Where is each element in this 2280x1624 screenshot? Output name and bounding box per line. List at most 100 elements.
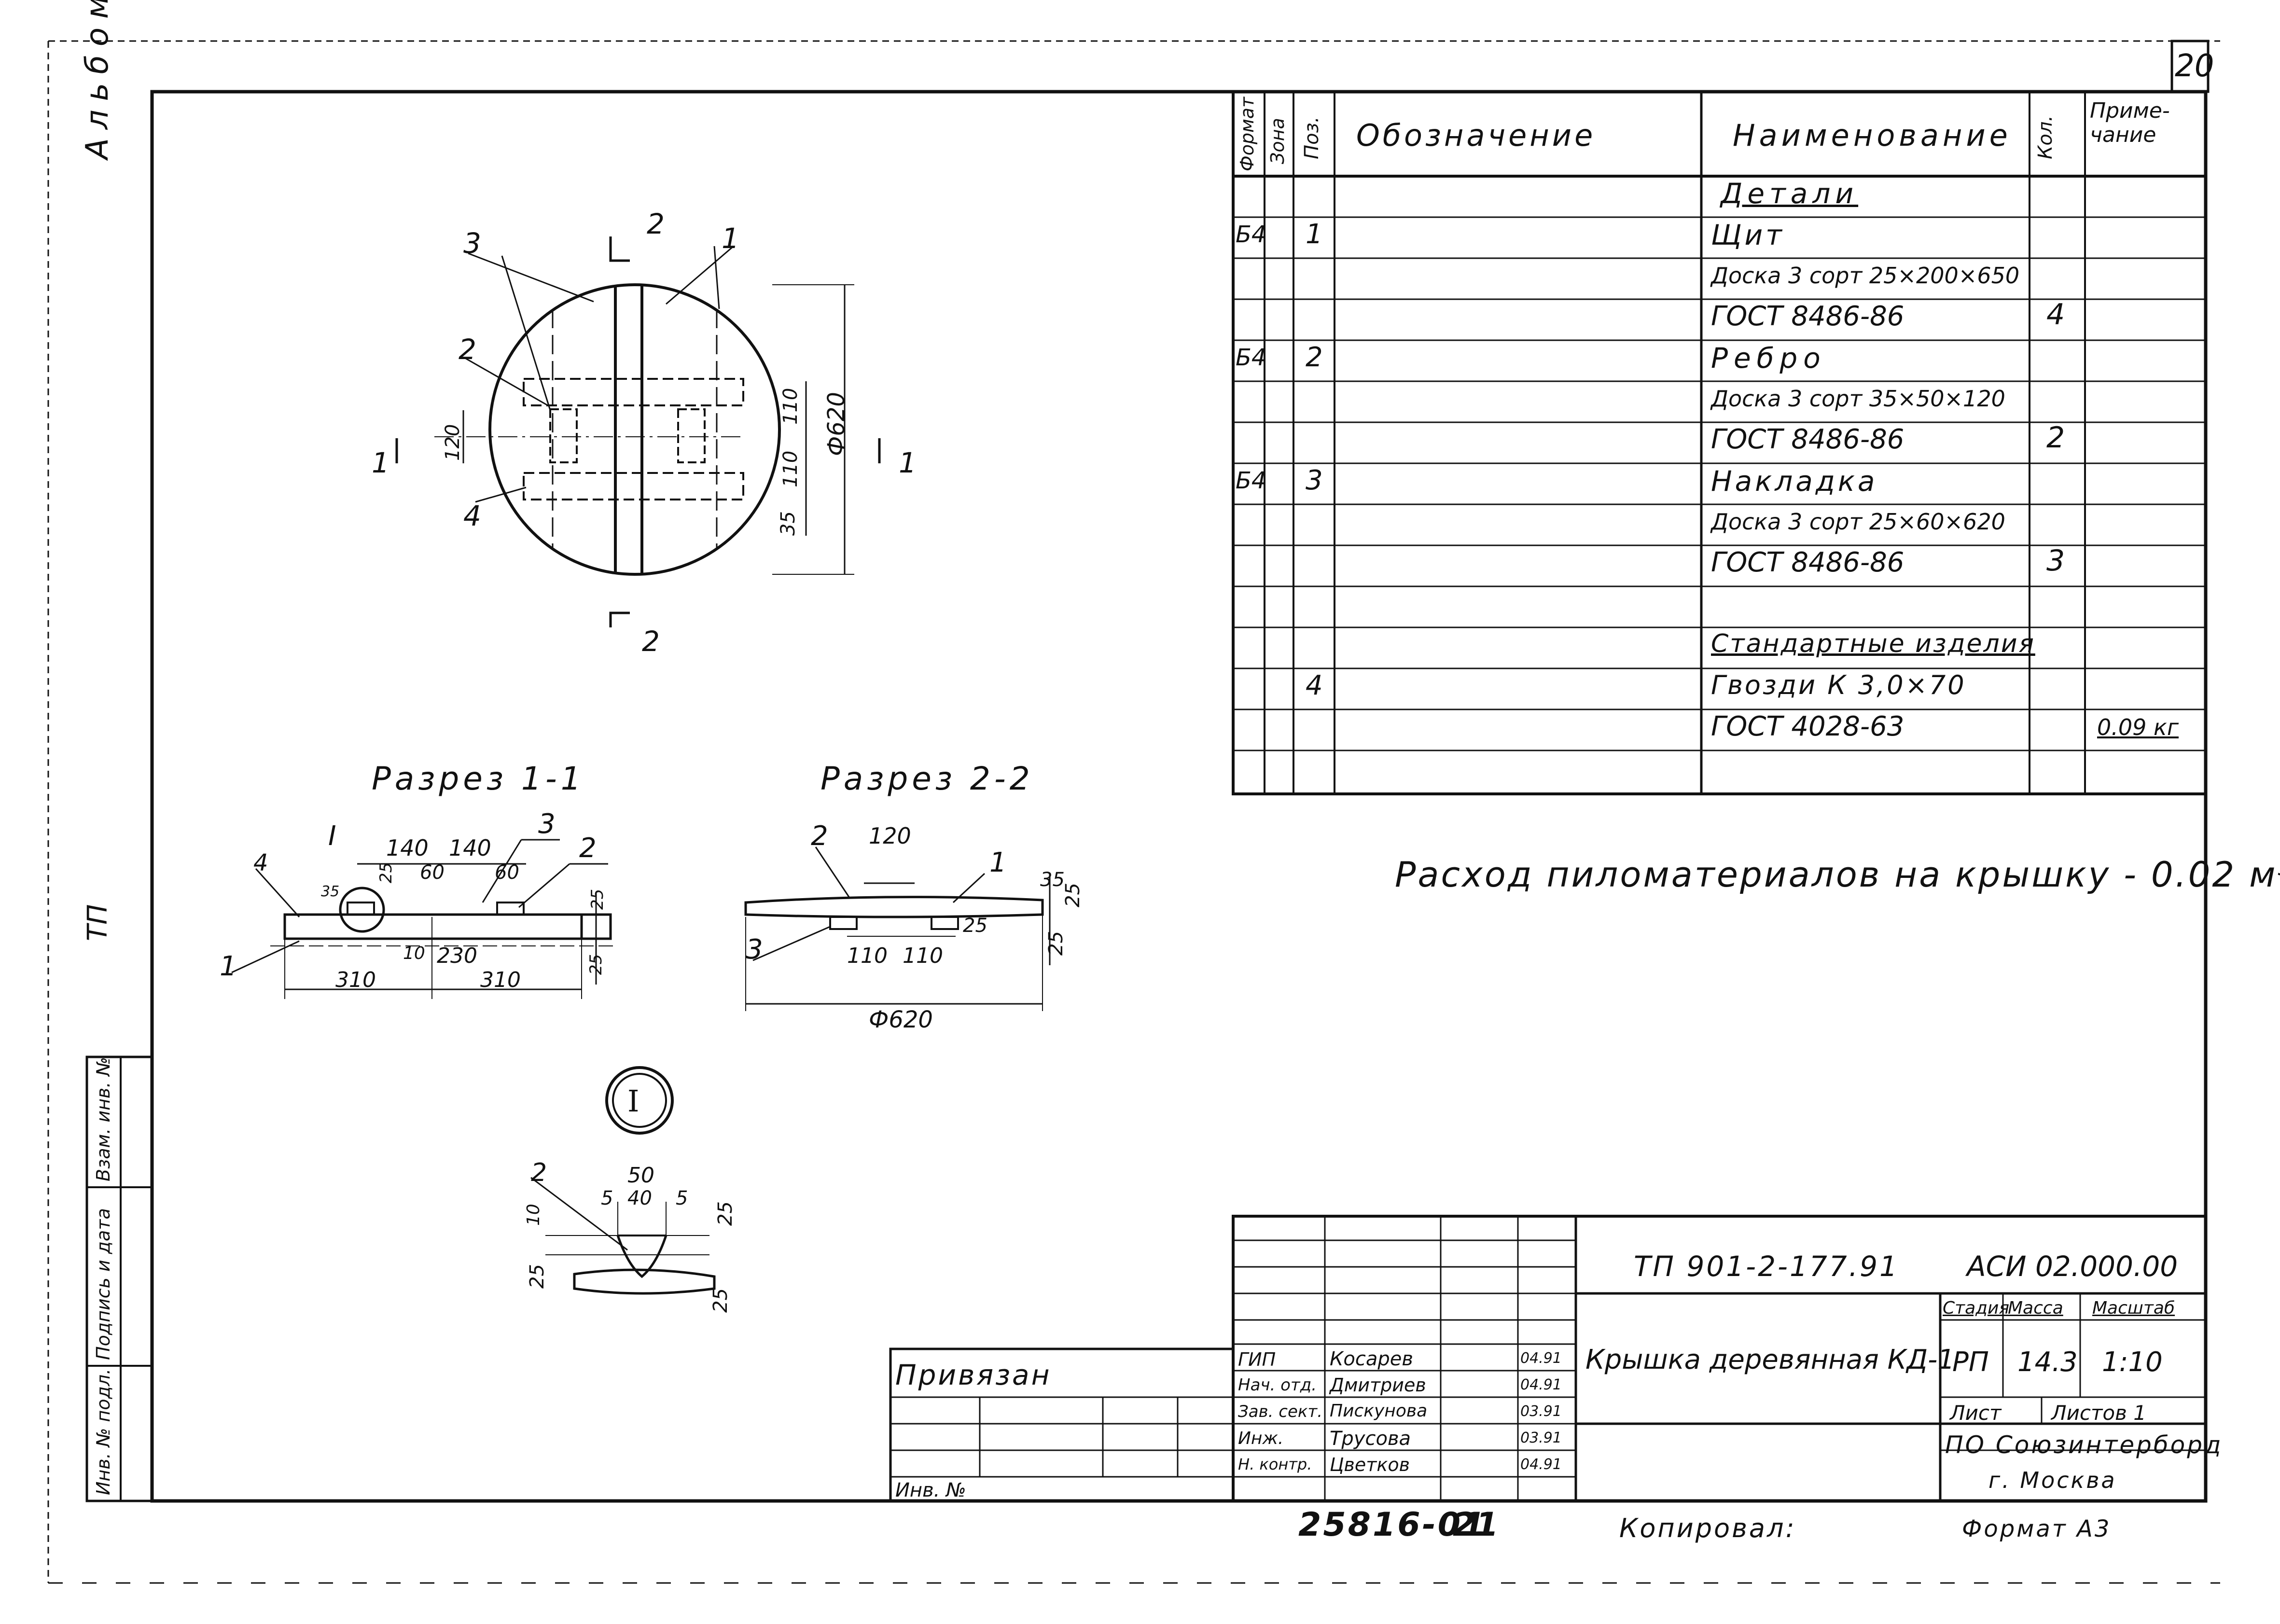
row-1-name: Щит (1711, 219, 1785, 251)
mass-header: Масса (2008, 1298, 2063, 1318)
row-4-pos: 2 (1306, 342, 1323, 373)
sheet-label: Лист (1950, 1401, 2002, 1425)
row-6-name: ГОСТ 8486-86 (1711, 424, 1905, 455)
plan-section-mark-1-left: 1 (372, 446, 389, 479)
name-2: Пискунова (1330, 1401, 1428, 1421)
doc-code: ТП 901-2-177.91 (1634, 1250, 1899, 1283)
section-2-dim-diameter: Ф620 (869, 1006, 933, 1033)
detail-dim-50: 50 (627, 1163, 654, 1188)
name-3: Трусова (1330, 1428, 1411, 1450)
stage-header: Стадия (1943, 1298, 2010, 1318)
plan-section-mark-2-top: 2 (647, 208, 665, 240)
plan-label-3: 3 (463, 227, 481, 260)
name-4: Цветков (1330, 1454, 1410, 1475)
privazan-inv-label: Инв. № (895, 1479, 966, 1501)
consumption-note: Расход пиломатериалов на крышку - 0.02 м… (1395, 854, 2280, 895)
row-1-format: Б4 (1236, 221, 1266, 248)
detail-dim-40: 40 (627, 1187, 652, 1209)
role-0: ГИП (1238, 1349, 1276, 1370)
role-1: Нач. отд. (1238, 1375, 1317, 1395)
section-2-title: Разрез 2-2 (820, 760, 1034, 797)
copied-by: Копировал: (1619, 1513, 1796, 1543)
scale-header: Масштаб (2092, 1298, 2175, 1318)
section-1-dim-60-b: 60 (495, 861, 519, 884)
stage-value: РП (1952, 1346, 1989, 1378)
section-1-callout-I: I (328, 820, 336, 852)
doc-title: Крышка деревянная КД-1 (1585, 1344, 1955, 1375)
section-2-dim-110-b: 110 (903, 944, 943, 968)
section-1-dim-310-b: 310 (480, 968, 521, 992)
row-7-format: Б4 (1236, 467, 1266, 494)
row-9-name: ГОСТ 8486-86 (1711, 547, 1905, 578)
section-2-label-3: 3 (746, 934, 763, 965)
row-4-name: Ребро (1711, 342, 1826, 375)
plan-label-2: 2 (459, 333, 476, 366)
date-1: 04.91 (1520, 1376, 1562, 1393)
section-1-dim-140-a: 140 (386, 835, 429, 861)
row-12-name: Гвозди К 3,0×70 (1711, 670, 1966, 700)
row-2-name: Доска 3 сорт 25×200×650 (1711, 263, 2020, 289)
name-0: Косарев (1330, 1348, 1413, 1370)
org-line-2: г. Москва (1988, 1467, 2117, 1493)
row-12-pos: 4 (1306, 670, 1323, 701)
date-3: 03.91 (1520, 1430, 1562, 1446)
role-3: Инж. (1238, 1429, 1284, 1448)
name-1: Дмитриев (1330, 1374, 1426, 1396)
row-13-name: ГОСТ 4028-63 (1711, 711, 1905, 742)
doc-designation: АСИ 02.000.00 (1967, 1250, 2178, 1283)
detail-dim-5-b: 5 (676, 1187, 688, 1209)
row-7-pos: 3 (1306, 465, 1323, 496)
mass-value: 14.3 (2017, 1346, 2078, 1378)
plan-section-mark-2-bottom: 2 (642, 625, 660, 658)
section-1-label-2: 2 (579, 833, 597, 864)
row-13-note: 0.09 кг (2097, 714, 2179, 740)
section-1-label-1: 1 (220, 951, 237, 982)
row-0-name: Детали (1721, 177, 1859, 210)
section-1-title: Разрез 1-1 (372, 760, 585, 797)
section-1-dim-60-a: 60 (420, 861, 445, 884)
header-name: Наименование (1733, 118, 2012, 153)
plan-section-mark-1-right: 1 (899, 446, 917, 479)
row-3-qty: 4 (2046, 298, 2065, 332)
date-2: 03.91 (1520, 1403, 1562, 1420)
detail-callout-I: I (627, 1083, 640, 1119)
detail-label-2: 2 (531, 1158, 547, 1187)
section-1-dim-35: 35 (321, 883, 340, 900)
row-8-name: Доска 3 сорт 25×60×620 (1711, 509, 2005, 535)
format-label: Формат А3 (1962, 1515, 2112, 1542)
date-0: 04.91 (1520, 1350, 1562, 1367)
section-1-dim-140-b: 140 (449, 835, 491, 861)
date-4: 04.91 (1520, 1456, 1562, 1473)
section-2-dim-110-a: 110 (847, 944, 888, 968)
section-2-dim-25-b: 25 (963, 915, 987, 937)
section-2-dim-35: 35 (1040, 869, 1065, 891)
row-11-name: Стандартные изделия (1711, 629, 2035, 658)
section-2-dim-120: 120 (869, 823, 911, 849)
role-4: Н. контр. (1238, 1455, 1312, 1473)
section-2-label-1: 1 (989, 847, 1007, 878)
section-1-dim-10: 10 (403, 944, 425, 963)
section-1-dim-310-a: 310 (335, 968, 376, 992)
row-1-pos: 1 (1306, 219, 1323, 250)
header-note: Приме-чание (2090, 98, 2170, 147)
plan-label-1: 1 (722, 222, 739, 255)
sheet-number: 20 (2175, 48, 2214, 84)
scale-value: 1:10 (2102, 1346, 2163, 1378)
row-4-format: Б4 (1236, 344, 1266, 371)
section-1-label-3: 3 (538, 808, 556, 840)
role-2: Зав. сект. (1238, 1402, 1323, 1421)
row-5-name: Доска 3 сорт 35×50×120 (1711, 386, 2005, 412)
row-6-qty: 2 (2046, 421, 2065, 455)
sheets-label: Листов 1 (2051, 1401, 2146, 1425)
header-designation: Обозначение (1356, 118, 1596, 153)
section-2-label-2: 2 (811, 820, 828, 852)
archive-number: 25816-01 (1298, 1506, 1488, 1544)
